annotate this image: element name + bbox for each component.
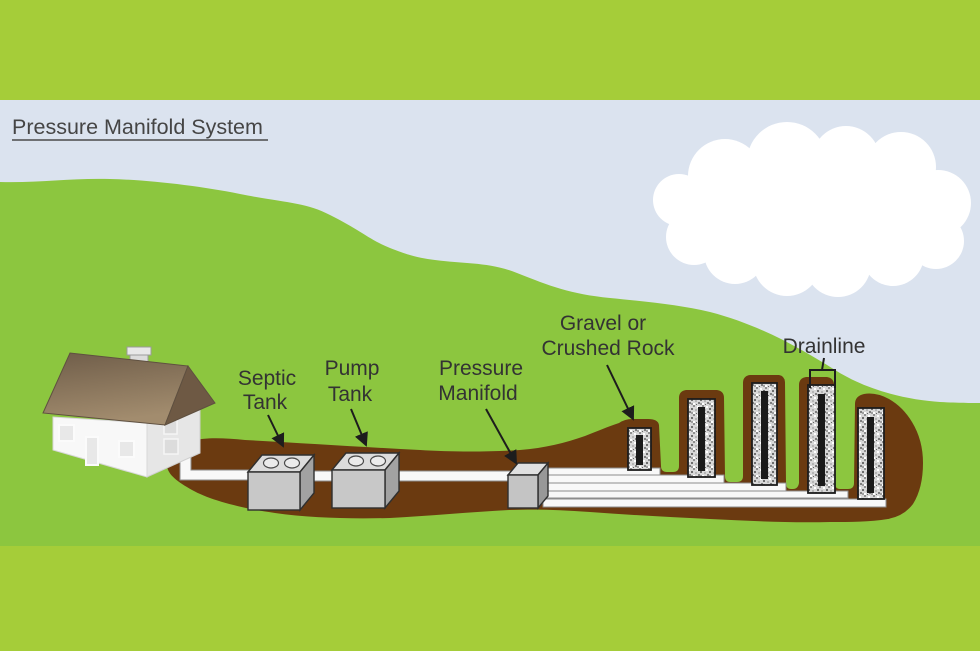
gravel-trench <box>807 384 836 494</box>
septic-tank <box>246 453 316 512</box>
callout-labels: Septic Tank Pump Tank Pressure Manifold … <box>238 312 866 414</box>
pump-tank <box>330 451 401 510</box>
callout-arrows <box>267 357 836 465</box>
arrow-pressure-manifold <box>485 408 517 465</box>
diagram-title: Pressure Manifold System <box>12 115 268 141</box>
arrow-gravel <box>606 364 635 421</box>
lateral-pipe-5 <box>542 498 887 508</box>
arrow-septic-tank <box>267 414 285 448</box>
house-window <box>118 440 135 458</box>
label-gravel-line2: Crushed Rock <box>541 337 675 360</box>
label-septic-tank-line1: Septic <box>238 367 296 390</box>
gravel-trench <box>857 407 885 500</box>
gravel-trench <box>627 427 652 471</box>
drainline-pipe <box>761 391 768 479</box>
label-septic-tank-line2: Tank <box>243 391 288 414</box>
label-drainline: Drainline <box>783 335 866 358</box>
house-window <box>58 424 75 442</box>
manhole-lid <box>369 455 387 467</box>
drainline-pipe <box>698 407 705 471</box>
lateral-pipe-4 <box>542 490 849 499</box>
manhole-lid <box>347 455 365 467</box>
house-door <box>85 436 99 466</box>
drainline-pipe <box>818 394 825 486</box>
lateral-pipe-3 <box>542 482 787 492</box>
page-title: Pressure Manifold System <box>12 115 263 139</box>
gravel-trenches <box>627 382 885 500</box>
label-pump-tank-line2: Tank <box>328 383 373 406</box>
drainline-pipe <box>867 417 874 493</box>
drainline-bracket <box>809 369 836 388</box>
gravel-trench <box>751 382 778 486</box>
house-front-wall <box>52 416 148 478</box>
label-pressure-manifold-line1: Pressure <box>439 357 523 380</box>
pump-to-manifold-pipe <box>391 470 513 482</box>
house-roof <box>42 352 189 426</box>
pressure-manifold <box>506 461 550 510</box>
cloud <box>653 122 971 297</box>
manhole-lid <box>283 457 301 469</box>
label-pump-tank-line1: Pump <box>325 357 380 380</box>
drainline-pipe <box>636 435 643 465</box>
house-window <box>163 438 179 455</box>
arrow-pump-tank <box>350 408 368 447</box>
manhole-lid <box>262 457 280 469</box>
label-pressure-manifold-line2: Manifold <box>438 382 517 405</box>
label-gravel-line1: Gravel or <box>560 312 646 335</box>
drainline-pointer <box>821 357 825 371</box>
gravel-trench <box>687 398 716 478</box>
house-roof-gable <box>164 364 216 426</box>
lateral-pipes <box>179 444 887 508</box>
house <box>42 346 216 478</box>
